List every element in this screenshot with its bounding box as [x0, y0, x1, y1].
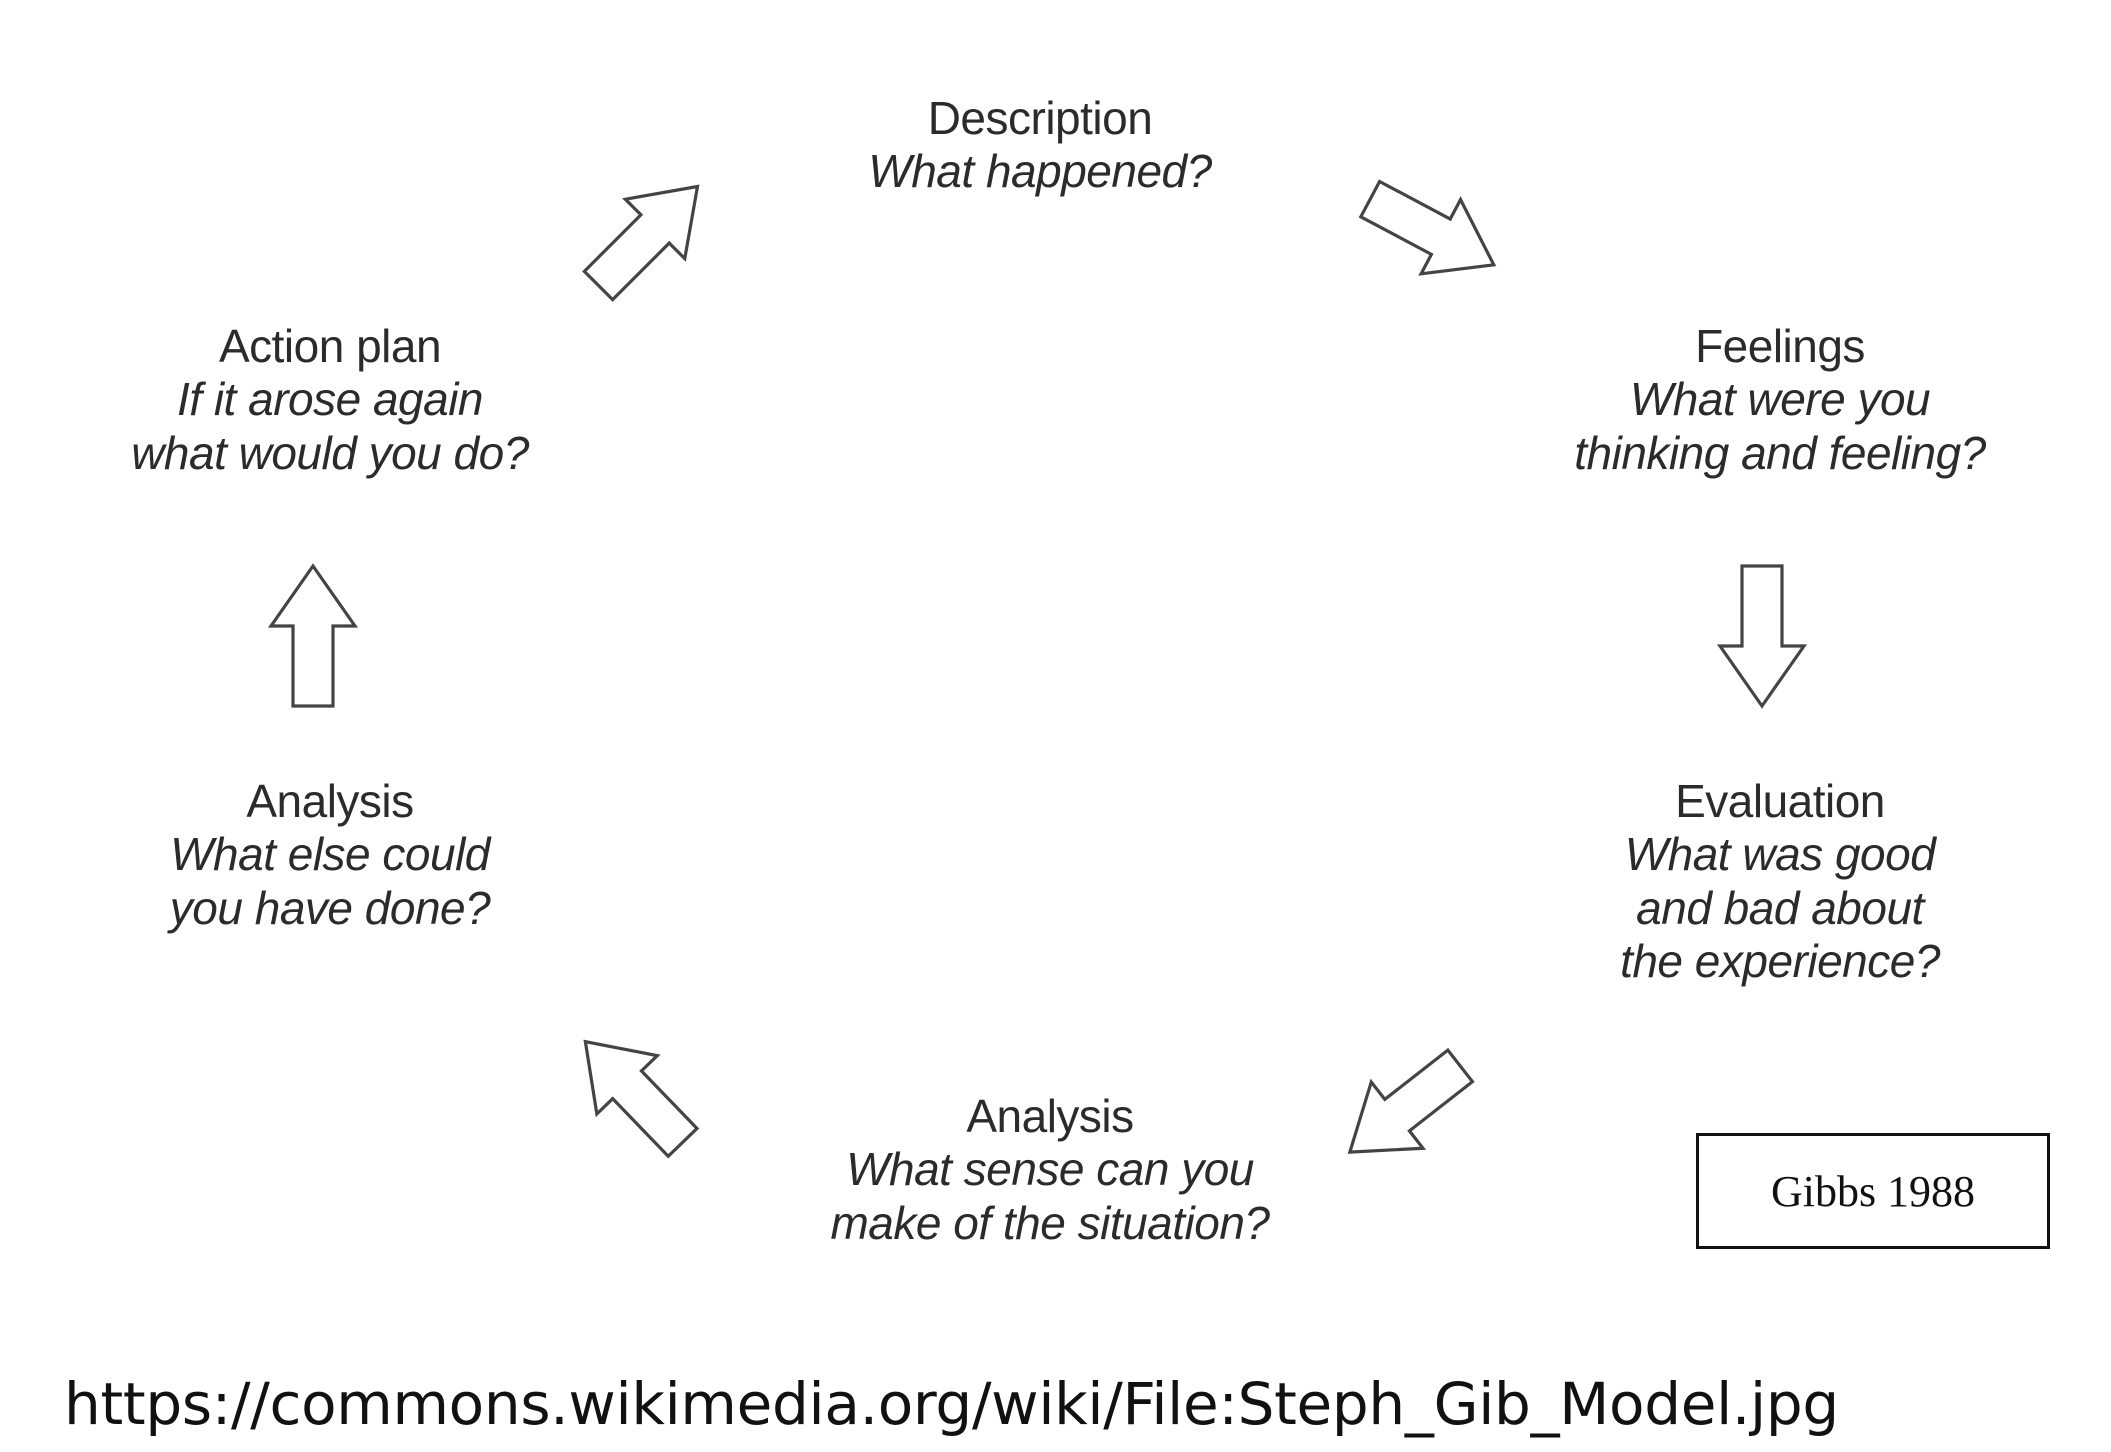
node-prompt: What else could you have done? [169, 828, 491, 934]
node-action-plan: Action plan If it arose again what would… [40, 320, 620, 480]
node-title: Action plan [218, 320, 442, 372]
node-prompt: What happened? [868, 145, 1212, 198]
arrow-evaluation-to-analysis-sense [1347, 1047, 1475, 1154]
node-analysis-sense: Analysis What sense can you make of the … [740, 1090, 1360, 1250]
node-title: Analysis [966, 1090, 1134, 1142]
arrow-analysis-sense-to-analysis-else [583, 1039, 700, 1159]
node-title: Analysis [246, 775, 414, 827]
node-prompt: What were you thinking and feeling? [1574, 373, 1986, 479]
node-title: Evaluation [1675, 775, 1885, 827]
arrow-action-plan-to-description [582, 184, 700, 302]
arrow-feelings-to-evaluation [1716, 564, 1808, 709]
node-description: Description What happened? [760, 92, 1320, 199]
node-prompt: What was good and bad about the experien… [1620, 828, 1940, 988]
node-analysis-else: Analysis What else could you have done? [60, 775, 600, 935]
node-feelings: Feelings What were you thinking and feel… [1500, 320, 2060, 480]
citation-label: Gibbs 1988 [1770, 1166, 1976, 1216]
citation-box: Gibbs 1988 [1696, 1133, 2050, 1249]
node-title: Description [927, 92, 1153, 144]
arrow-analysis-else-to-action-plan [267, 563, 359, 708]
node-prompt: What sense can you make of the situation… [830, 1143, 1270, 1249]
node-evaluation: Evaluation What was good and bad about t… [1500, 775, 2060, 988]
arrow-description-to-feelings [1358, 179, 1497, 276]
node-title: Feelings [1695, 320, 1865, 372]
source-url: https://commons.wikimedia.org/wiki/File:… [64, 1370, 1839, 1438]
node-prompt: If it arose again what would you do? [131, 373, 529, 479]
